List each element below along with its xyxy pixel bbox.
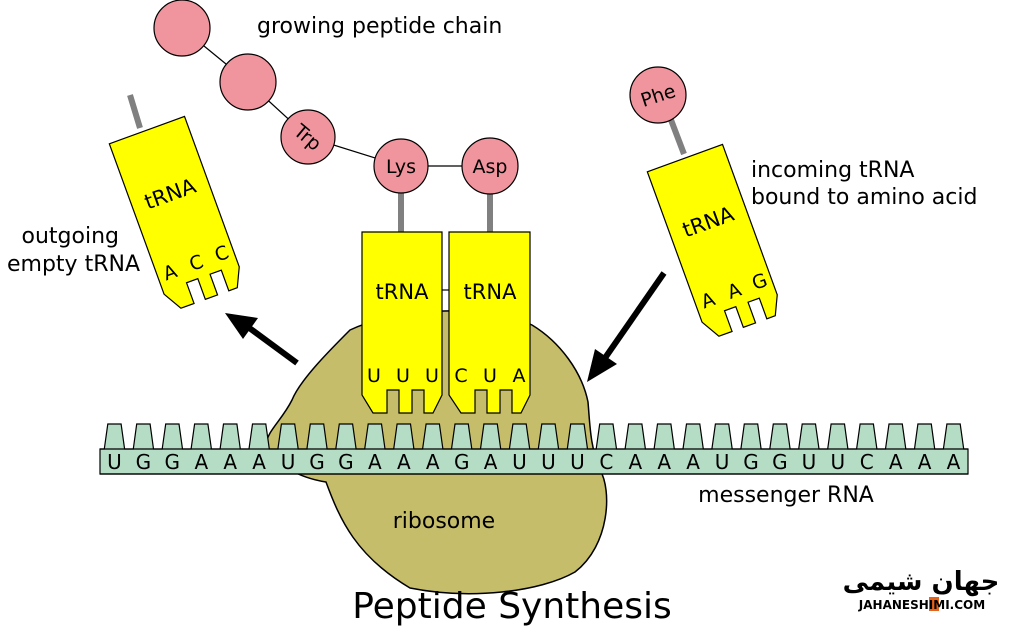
amino-acid-trp: Trp (280, 109, 336, 165)
mrna-base: A (628, 450, 642, 474)
mrna-base: U (541, 450, 556, 474)
mrna-base: A (918, 450, 932, 474)
mrna-base: A (397, 450, 411, 474)
ribosome-label: ribosome (393, 509, 495, 534)
mrna-base: A (426, 450, 440, 474)
watermark-logo: جهان شیمی JAHANESHIMI.COM (843, 567, 1000, 612)
arrow-outgoing (225, 313, 299, 366)
trna-a-site: tRNA C U A (448, 231, 531, 414)
svg-text:U: U (396, 365, 410, 387)
svg-text:Lys: Lys (386, 156, 416, 178)
mrna-base: G (743, 450, 759, 474)
mrna-base: U (281, 450, 296, 474)
diagram-title: Peptide Synthesis (352, 586, 672, 627)
amino-acid-phe: Phe (629, 66, 687, 124)
svg-text:Asp: Asp (473, 156, 508, 178)
svg-text:JAHANESHIMI.COM: JAHANESHIMI.COM (858, 598, 985, 612)
mrna-base: A (252, 450, 266, 474)
mrna-base: A (657, 450, 671, 474)
mrna-base: G (165, 450, 181, 474)
svg-text:tRNA: tRNA (464, 280, 518, 304)
growing-chain-label: growing peptide chain (257, 14, 502, 39)
mrna-base: C (599, 450, 613, 474)
svg-text:A: A (513, 365, 526, 387)
amino-acid-lys: Lys (373, 138, 429, 194)
mrna-base: A (223, 450, 237, 474)
svg-text:U: U (483, 365, 497, 387)
svg-text:U: U (425, 365, 439, 387)
arrow-incoming (587, 271, 667, 382)
outgoing-label-line2: empty tRNA (7, 252, 140, 277)
mrna-base: U (570, 450, 585, 474)
svg-text:U: U (367, 365, 381, 387)
svg-text:جهان شیمی: جهان شیمی (843, 567, 1000, 597)
outgoing-label-line1: outgoing (22, 224, 119, 249)
mrna-base: G (136, 450, 152, 474)
mrna-base: C (860, 450, 874, 474)
mrna-base: A (194, 450, 208, 474)
mrna-base: A (686, 450, 700, 474)
trna-incoming: tRNA A A G (646, 143, 778, 337)
trna-p-site: tRNA U U U (361, 231, 443, 414)
trna-outgoing: tRNA A C C (108, 115, 240, 309)
mrna-base: U (715, 450, 730, 474)
mrna-base: A (889, 450, 903, 474)
mrna-base: G (454, 450, 470, 474)
mrna-base: U (802, 450, 817, 474)
mrna-base: G (338, 450, 354, 474)
mrna-base: A (947, 450, 961, 474)
mrna-base: U (107, 450, 122, 474)
mrna-label: messenger RNA (698, 483, 874, 508)
svg-text:C: C (454, 365, 467, 387)
mrna-base: U (512, 450, 527, 474)
amino-acid-asp: Asp (461, 137, 519, 195)
incoming-label-line1: incoming tRNA (751, 158, 914, 183)
svg-text:G: G (749, 269, 770, 295)
amino-acid-chain-1 (153, 0, 211, 57)
mrna-base: A (368, 450, 382, 474)
svg-text:tRNA: tRNA (376, 280, 430, 304)
mrna-base: A (484, 450, 498, 474)
incoming-label-line2: bound to amino acid (751, 185, 977, 210)
mrna-base: G (309, 450, 325, 474)
mrna-base: G (772, 450, 788, 474)
amino-acid-chain-2 (219, 53, 277, 111)
mrna-base: U (830, 450, 845, 474)
